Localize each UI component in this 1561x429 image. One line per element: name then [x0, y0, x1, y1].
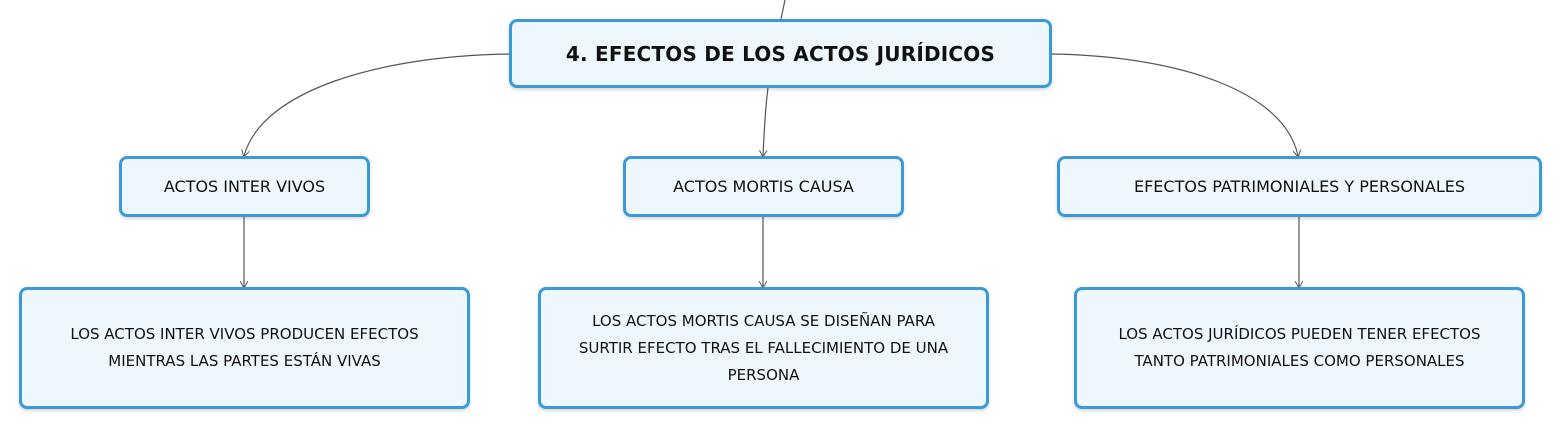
detail-node-inter-vivos[interactable]: LOS ACTOS INTER VIVOS PRODUCEN EFECTOS M…	[19, 287, 470, 409]
branch-node-patrimoniales-personales[interactable]: EFECTOS PATRIMONIALES Y PERSONALES	[1057, 156, 1542, 217]
detail-node-text: LOS ACTOS INTER VIVOS PRODUCEN EFECTOS M…	[70, 325, 419, 370]
branch-node-inter-vivos[interactable]: ACTOS INTER VIVOS	[119, 156, 370, 217]
root-node-label: 4. EFECTOS DE LOS ACTOS JURÍDICOS	[565, 41, 996, 66]
detail-node-patrimoniales-personales[interactable]: LOS ACTOS JURÍDICOS PUEDEN TENER EFECTOS…	[1074, 287, 1525, 409]
detail-node-text: LOS ACTOS MORTIS CAUSA SE DISEÑAN PARA S…	[578, 311, 949, 384]
branch-node-label: ACTOS MORTIS CAUSA	[673, 177, 854, 196]
connector-root-to-branch-3	[1051, 53, 1298, 156]
detail-node-mortis-causa[interactable]: LOS ACTOS MORTIS CAUSA SE DISEÑAN PARA S…	[538, 287, 989, 409]
detail-node-text: LOS ACTOS JURÍDICOS PUEDEN TENER EFECTOS…	[1118, 325, 1481, 370]
branch-node-label: ACTOS INTER VIVOS	[163, 177, 326, 196]
connector-incoming-root	[780, 0, 786, 20]
branch-node-mortis-causa[interactable]: ACTOS MORTIS CAUSA	[623, 156, 904, 217]
root-node[interactable]: 4. EFECTOS DE LOS ACTOS JURÍDICOS	[509, 19, 1052, 88]
connector-root-to-branch-2	[763, 87, 769, 156]
branch-node-label: EFECTOS PATRIMONIALES Y PERSONALES	[1133, 177, 1465, 196]
connector-root-to-branch-1	[244, 53, 510, 156]
